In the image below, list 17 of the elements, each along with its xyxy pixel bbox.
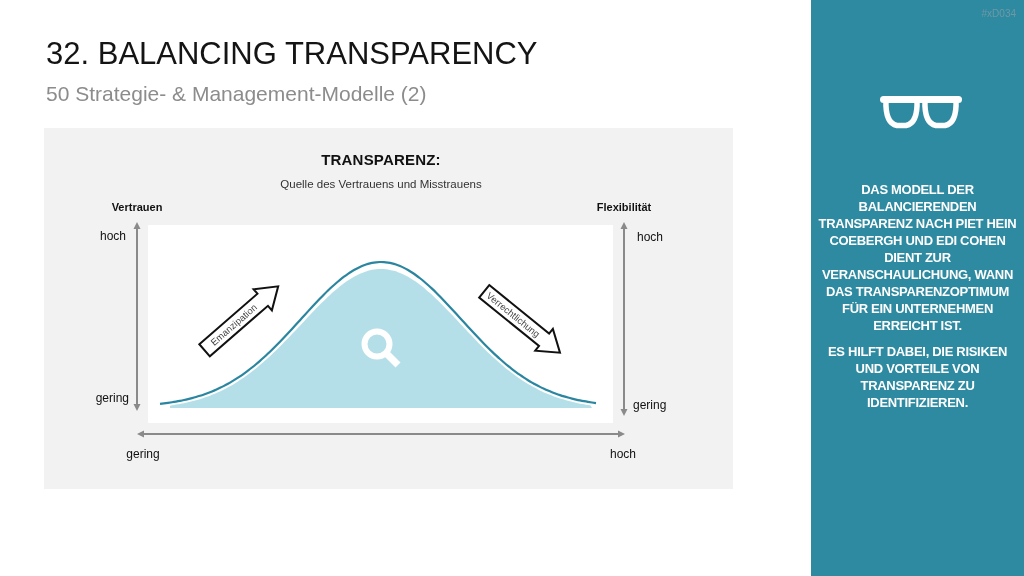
info-text: ES HILFT DABEI, DIE RISIKEN UND VORTEILE VON TRANSPARENZ ZU IDENTIFIZIEREN. (827, 343, 1008, 411)
slide-title: 32. BALANCING TRANSPARENCY (46, 35, 538, 73)
axis-value-label: gering (95, 391, 129, 406)
panel-heading: TRANSPARENZ: (321, 151, 441, 169)
axis-title: Flexibilität (596, 201, 652, 215)
diagram-panel (44, 128, 733, 489)
axis-title: Vertrauen (111, 201, 163, 215)
panel-subheading: Quelle des Vertrauens und Misstrauens (280, 178, 482, 192)
slide-subtitle: 50 Strategie- & Management-Modelle (2) (46, 81, 427, 107)
axis-value-label: hoch (637, 230, 664, 245)
axis-value-label: hoch (99, 229, 126, 244)
axis-value-label: hoch (610, 447, 636, 462)
reference-code: #xD034 (981, 8, 1016, 20)
axis-value-label: gering (633, 398, 667, 413)
info-panel (811, 0, 1024, 576)
axis-value-label: gering (126, 447, 160, 462)
info-text: DAS MODELL DER BALANCIERENDEN TRANSPARENZ NACH PIET HEIN COEBERGH UND EDI COHEN DIENT ZUR VERANSCHAULICHUNG, WANN DAS TRANSPARENZOPTIMUM FÜR EIN UNTERNEHMEN ERREICHT IST. (817, 181, 1018, 334)
